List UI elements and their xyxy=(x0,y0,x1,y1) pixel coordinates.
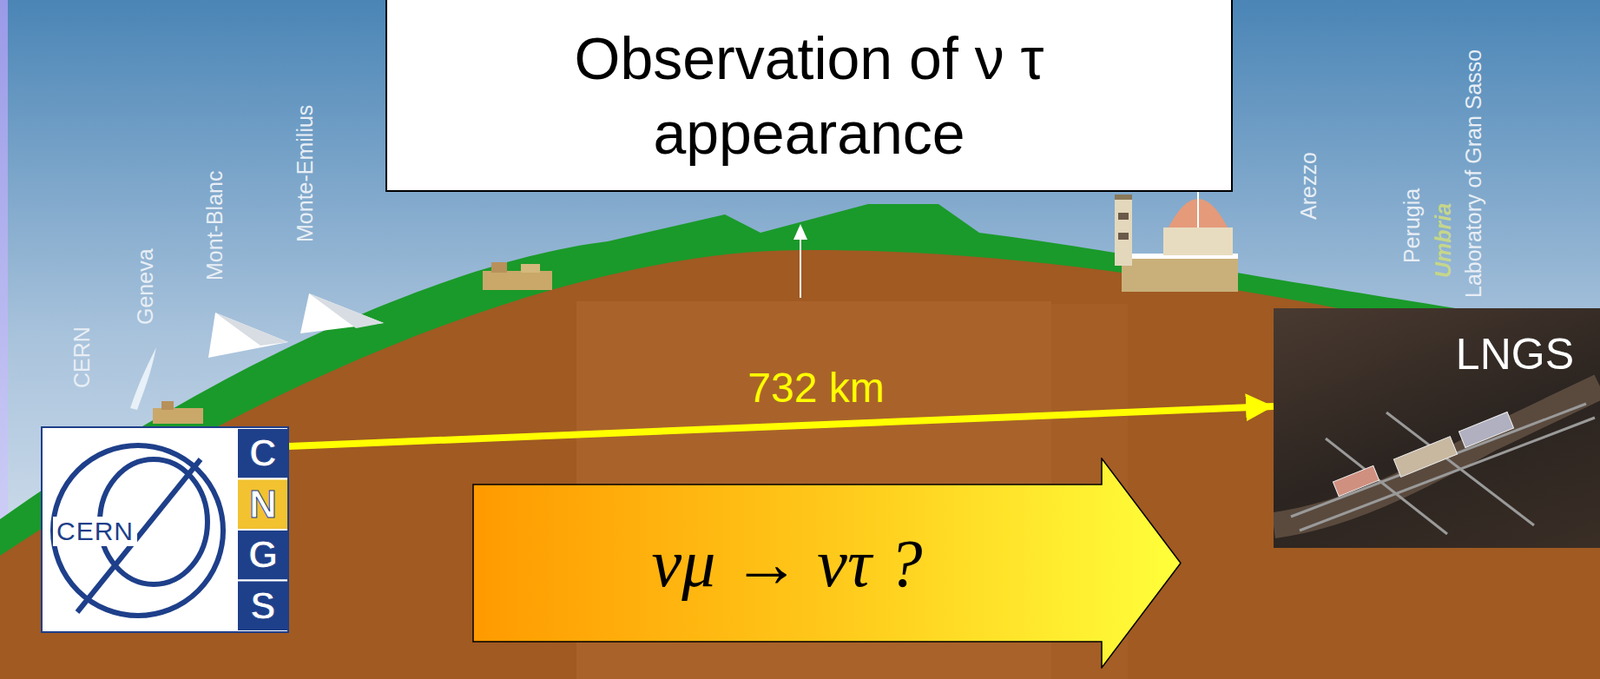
place-label: Perugia xyxy=(1399,188,1425,264)
earth xyxy=(0,250,1600,679)
region-label: Umbria xyxy=(1430,203,1456,278)
logo-letters: CNGS xyxy=(243,427,283,632)
lab-name: LNGS xyxy=(1455,329,1574,380)
place-label: Monte-Emilius xyxy=(292,105,318,243)
beam-line xyxy=(289,406,1274,447)
snow-peak xyxy=(300,293,384,334)
lngs-panel: LNGS xyxy=(1273,308,1600,548)
place-label: Arezzo xyxy=(1296,151,1322,220)
distance-label: 732 km xyxy=(747,363,884,413)
place-label: Laboratory of Gran Sasso xyxy=(1461,49,1487,298)
surface-arrow xyxy=(799,236,802,298)
logo-text: CERN xyxy=(52,516,138,547)
green-hills xyxy=(0,204,1600,679)
oscillation-arrow: νμ → ντ ? xyxy=(472,457,1182,669)
title-box: Observation of ν τ appearance xyxy=(385,0,1233,192)
place-label: CERN xyxy=(69,326,95,389)
snow-peak xyxy=(208,312,289,358)
title-text: Observation of ν τ appearance xyxy=(479,20,1140,171)
oscillation-formula: νμ → ντ ? xyxy=(472,484,1102,642)
town xyxy=(152,262,553,424)
surface-arrowhead xyxy=(793,223,808,240)
snow-shade xyxy=(309,293,384,329)
jet-fountain xyxy=(130,347,157,410)
place-label: Mont-Blanc xyxy=(202,171,228,281)
place-label: Geneva xyxy=(132,248,159,325)
snow-shade xyxy=(215,312,289,346)
cern-cngs-logo: CERN CNGS xyxy=(40,426,290,633)
